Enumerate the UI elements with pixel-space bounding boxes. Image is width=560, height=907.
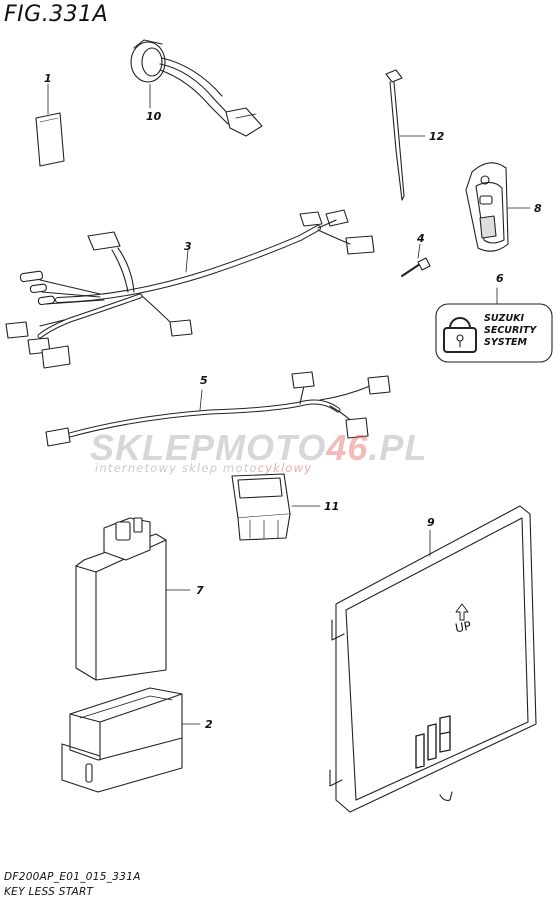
callout-10: 10 — [146, 110, 162, 123]
callout-12: 12 — [429, 130, 445, 143]
callout-2: 2 — [205, 718, 213, 731]
part-1-card — [35, 83, 65, 167]
figure-title: FIG.331A — [4, 2, 109, 27]
callout-6: 6 — [496, 272, 504, 285]
part-11-relay — [231, 473, 321, 541]
watermark-sub-a: internetowy sklep moto — [95, 461, 258, 475]
callout-1: 1 — [44, 72, 52, 85]
callout-9: 9 — [427, 516, 435, 529]
part-4-screw — [401, 243, 431, 277]
watermark-brand: SKLEPMOTO46.PL — [90, 427, 427, 469]
part-3-wire-harness — [5, 209, 375, 369]
watermark-brand-b: 46 — [326, 427, 369, 468]
part-12-cable-tie — [385, 69, 426, 201]
decal-line-2: SECURITY — [484, 325, 537, 336]
watermark-brand-c: .PL — [368, 427, 428, 468]
decal-line-1: SUZUKI — [484, 313, 525, 324]
part-7-module — [75, 517, 191, 681]
footer-name: KEY LESS START — [4, 886, 94, 898]
callout-5: 5 — [200, 374, 208, 387]
callout-3: 3 — [184, 240, 192, 253]
callout-8: 8 — [534, 202, 542, 215]
footer-code: DF200AP_E01_015_331A — [4, 871, 141, 883]
callout-7: 7 — [196, 584, 204, 597]
watermark-subtitle: internetowy sklep motocyklowy — [95, 461, 312, 475]
callout-11: 11 — [324, 500, 340, 513]
watermark-sub-b: cyklowy — [257, 461, 313, 475]
decal-line-3: SYSTEM — [484, 337, 527, 348]
watermark-brand-a: SKLEPMOTO — [90, 427, 327, 468]
part-8-key-fob — [465, 162, 531, 252]
part-5-wire-harness — [45, 371, 391, 447]
part-6-decal-outline — [435, 287, 553, 363]
callout-4: 4 — [417, 232, 425, 245]
ecu-up-marking: UP — [453, 618, 473, 636]
part-9-ecu — [329, 505, 537, 813]
part-10-switch-harness — [130, 39, 263, 137]
part-2-cover — [61, 687, 201, 793]
